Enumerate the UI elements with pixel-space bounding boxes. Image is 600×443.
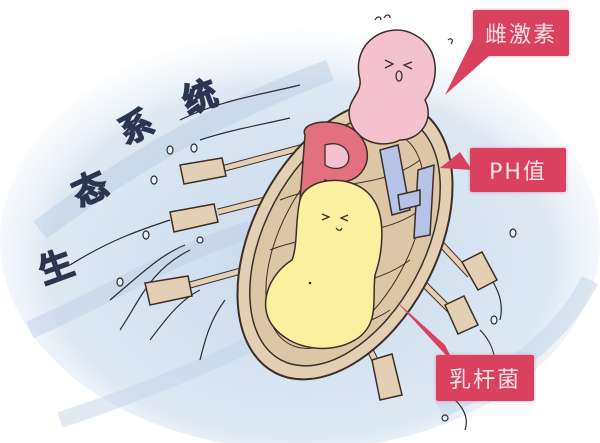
lactobacillus-callout: 乳杆菌 (436, 355, 534, 401)
hormone-character (348, 14, 453, 145)
hormone-callout-label: 雌激素 (484, 23, 557, 48)
ph-callout: PH值 (470, 148, 566, 192)
hormone-callout: 雌激素 (473, 10, 569, 56)
ph-callout-label: PH值 (489, 160, 547, 185)
lactobacillus-callout-label: 乳杆菌 (448, 368, 521, 393)
lactobacillus-character (264, 179, 383, 350)
letter-H (379, 144, 435, 239)
